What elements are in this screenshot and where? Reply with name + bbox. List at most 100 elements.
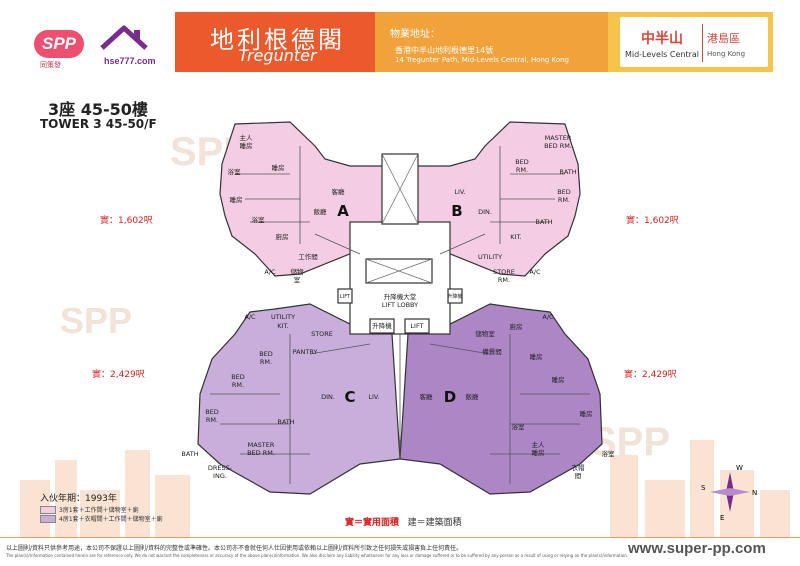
lift-lobby-label-cn: 升降機大堂 bbox=[384, 292, 417, 301]
room-label: 廚房 bbox=[276, 232, 289, 241]
room-label: BED bbox=[259, 350, 273, 358]
district-card bbox=[620, 17, 768, 67]
lift-car bbox=[337, 288, 353, 304]
compass-s: S bbox=[701, 484, 706, 492]
room-label: RM. bbox=[232, 381, 244, 389]
room-label: 睡房 bbox=[272, 163, 285, 172]
region-name-en: Hong Kong bbox=[707, 50, 746, 58]
room-label: 儲物室 bbox=[475, 329, 495, 338]
lift-label: 升降機 bbox=[372, 321, 392, 330]
room-label: DIN. bbox=[321, 393, 335, 401]
room-label: 備餐間 bbox=[482, 347, 502, 356]
room-label: BED bbox=[231, 373, 245, 381]
unit-b-area-shape bbox=[411, 121, 581, 277]
lift-car bbox=[404, 318, 430, 334]
unit-a-area: 實：1,602呎 bbox=[100, 216, 153, 226]
room-label: 睡房 bbox=[530, 352, 543, 361]
room-label: 睡房 bbox=[552, 375, 565, 384]
unit-c-area-shape bbox=[197, 303, 401, 495]
room-label: KIT. bbox=[510, 233, 521, 241]
room-label: A/C bbox=[529, 268, 541, 276]
room-label: RM. bbox=[206, 416, 218, 424]
room-label: BED bbox=[557, 188, 571, 196]
room-label: 室 bbox=[294, 275, 301, 284]
unit-b-label: B bbox=[451, 202, 462, 220]
room-label: RM. bbox=[260, 358, 272, 366]
room-label: 飯廳 bbox=[466, 392, 480, 401]
room-label: RM. bbox=[498, 276, 510, 284]
room-label: 主人 bbox=[240, 133, 254, 142]
room-label: 睡房 bbox=[580, 409, 593, 418]
room-label: STORE bbox=[311, 330, 333, 338]
disclaimer-cn: 以上圖則/資料只供參考用途，本公司不保證以上圖則/資料的完整性或準確性。本公司亦… bbox=[6, 545, 463, 552]
hse777-logo-text: hse777.com bbox=[104, 56, 156, 66]
room-label: MASTER bbox=[248, 441, 275, 449]
room-label: LIV. bbox=[368, 393, 379, 401]
room-label: 間 bbox=[575, 472, 582, 480]
room-label: 儲物 bbox=[291, 267, 305, 276]
room-label: BATH bbox=[277, 418, 294, 426]
unit-c-area: 實：2,429呎 bbox=[92, 370, 145, 380]
website-link[interactable]: www.super-pp.com bbox=[628, 540, 766, 557]
room-label: A/C bbox=[542, 313, 554, 321]
room-label: 浴室 bbox=[252, 215, 266, 224]
unit-b-area: 實：1,602呎 bbox=[626, 216, 679, 226]
room-label: 衣帽 bbox=[572, 463, 586, 472]
title-band bbox=[175, 12, 375, 72]
room-label: DRESS- bbox=[208, 464, 233, 472]
address-cn: 香港中半山地利根德里14號 bbox=[395, 46, 494, 55]
legend-row-3br: 3房1套＋工作間＋儲物室＋廁 bbox=[40, 505, 139, 514]
room-label: RM. bbox=[516, 166, 528, 174]
room-label: RM. bbox=[558, 196, 570, 204]
room-label: BED RM. bbox=[247, 449, 275, 457]
area-key-saleable: 實＝實用面積 bbox=[345, 518, 400, 528]
room-label: KIT. bbox=[277, 322, 288, 330]
house-logo-icon[interactable] bbox=[96, 22, 152, 68]
watermark-spp: SPP bbox=[60, 300, 133, 341]
lift-label: LIFT bbox=[410, 322, 423, 330]
room-label: A/C bbox=[244, 313, 256, 321]
lift-lobby-label-en: LIFT LOBBY bbox=[382, 301, 418, 309]
room-label: LIV. bbox=[454, 188, 465, 196]
lift-label: LIFT bbox=[340, 294, 351, 300]
estate-name-en: Tregunter bbox=[238, 46, 317, 65]
district-divider bbox=[702, 24, 703, 62]
room-label: UTILITY bbox=[271, 313, 295, 321]
unit-d-area-shape bbox=[399, 303, 603, 495]
unit-d-area: 實：2,429呎 bbox=[624, 370, 677, 380]
unit-d-label: D bbox=[444, 388, 456, 406]
room-label: BATH bbox=[181, 450, 198, 458]
skyline-decoration bbox=[20, 440, 790, 538]
spp-logo-subtitle: 同策發 bbox=[40, 61, 61, 69]
area-key-gross: 建＝建築面積 bbox=[407, 518, 462, 528]
compass-e: E bbox=[720, 514, 724, 522]
room-label: 浴室 bbox=[602, 449, 616, 458]
lift-car bbox=[447, 288, 463, 304]
region-name-cn: 港島區 bbox=[707, 32, 740, 45]
room-label: 浴室 bbox=[512, 422, 526, 431]
room-label: 工作間 bbox=[298, 252, 318, 261]
room-label: DIN. bbox=[478, 208, 492, 216]
room-label: BED bbox=[205, 408, 219, 416]
legend-row-4br: 4房1套＋衣帽間＋工作間＋儲物室＋廁 bbox=[40, 514, 163, 523]
address-band bbox=[375, 12, 608, 72]
room-label: 主人 bbox=[532, 440, 546, 449]
legend-swatch bbox=[40, 505, 56, 514]
address-label: 物業地址： bbox=[390, 29, 440, 40]
room-label: 客廳 bbox=[420, 392, 434, 401]
estate-name-cn: 地利根德閣 bbox=[210, 26, 345, 54]
spp-logo[interactable]: SPP bbox=[34, 30, 84, 58]
district-name-cn: 中半山 bbox=[641, 31, 683, 47]
room-label: BATH bbox=[559, 168, 576, 176]
unit-a-area-shape bbox=[219, 121, 391, 277]
room-label: 浴室 bbox=[228, 167, 242, 176]
room-label: A/C bbox=[264, 268, 276, 276]
room-label: BED bbox=[515, 158, 529, 166]
disclaimer-en: The plan(s)/information contained herein… bbox=[6, 553, 629, 558]
area-key: 實＝實用面積 建＝建築面積 bbox=[345, 515, 462, 528]
lift-car bbox=[369, 318, 395, 334]
compass-rose-icon: W N E S bbox=[701, 464, 757, 522]
header: SPP 同策發 hse777.com 地利根德閣 Tregunter 物業地址：… bbox=[0, 0, 800, 78]
room-label: BATH bbox=[535, 218, 552, 226]
compass-w: W bbox=[736, 464, 743, 472]
